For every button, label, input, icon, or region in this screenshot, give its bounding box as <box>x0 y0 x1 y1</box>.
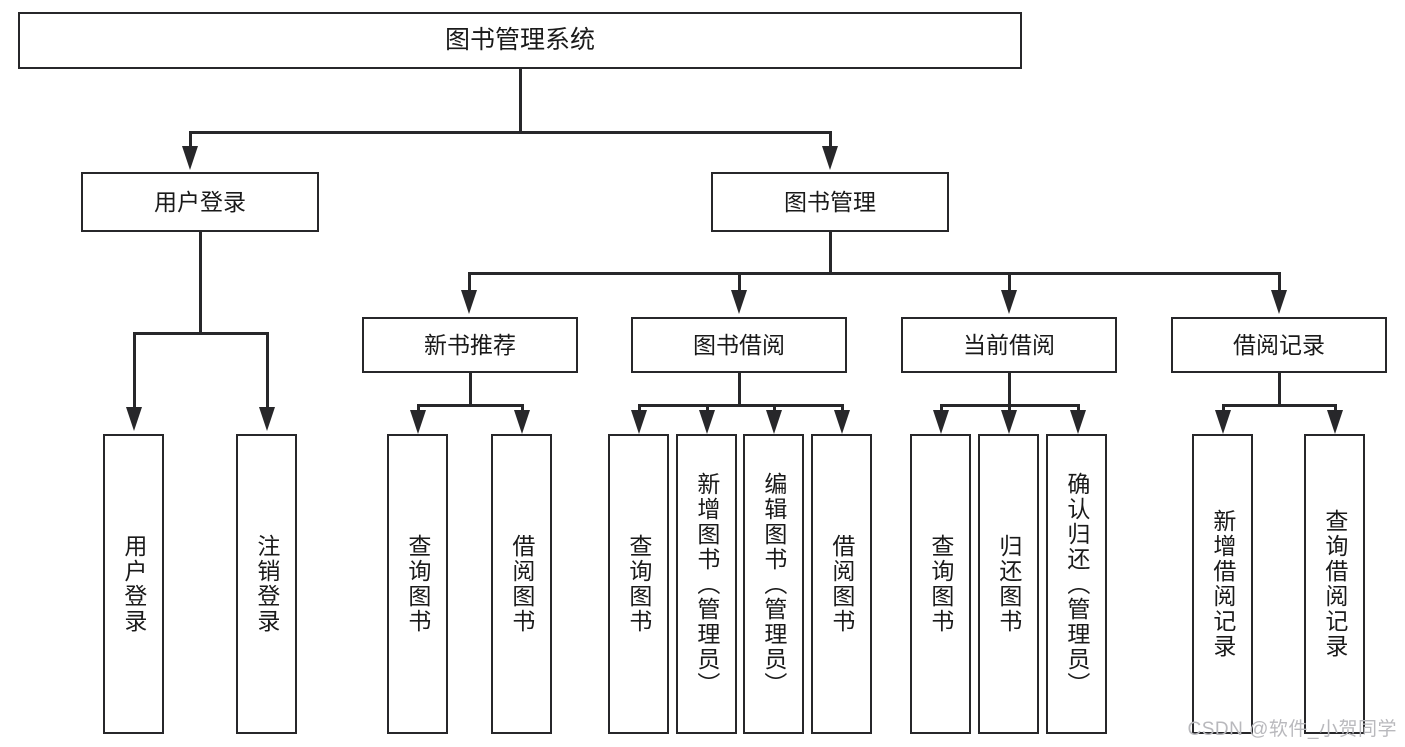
node-label: 借阅记录 <box>1233 331 1325 358</box>
leaf-new-book-borrow[interactable]: 借阅图书 <box>491 434 552 734</box>
connector-borrow-record-bus <box>1222 404 1336 407</box>
connector-current-borrow-stem <box>1008 373 1011 406</box>
node-label: 图书管理系统 <box>444 26 595 54</box>
node-label: 新增图书（管理员） <box>693 471 720 697</box>
connector-user-login-bus <box>133 332 268 335</box>
node-label: 注销登录 <box>253 534 280 634</box>
connector-borrow-record-drop-1 <box>1222 404 1225 414</box>
connector-book-manage-drop-3 <box>1008 272 1011 294</box>
leaf-borrow-record-query[interactable]: 查询借阅记录 <box>1304 434 1365 734</box>
connector-book-borrow-stem <box>738 373 741 406</box>
arrowhead-leaf-book-borrow-4 <box>834 410 850 434</box>
node-label: 用户登录 <box>154 188 246 215</box>
connector-book-borrow-drop-1 <box>638 404 641 414</box>
connector-root-stem <box>519 69 522 133</box>
arrowhead-leaf-book-borrow-1 <box>631 410 647 434</box>
node-book-management[interactable]: 图书管理 <box>711 172 949 232</box>
node-current-borrow[interactable]: 当前借阅 <box>901 317 1117 373</box>
node-label: 图书管理 <box>784 188 876 215</box>
node-book-borrow[interactable]: 图书借阅 <box>631 317 847 373</box>
arrowhead-borrow-record <box>1271 290 1287 314</box>
node-label: 编辑图书（管理员） <box>760 471 787 697</box>
arrowhead-user-login <box>182 146 198 170</box>
node-label: 确认归还（管理员） <box>1063 471 1090 697</box>
leaf-current-borrow-query[interactable]: 查询图书 <box>910 434 971 734</box>
connector-book-borrow-drop-3 <box>773 404 776 414</box>
node-label: 借阅图书 <box>508 534 535 634</box>
connector-book-manage-bus <box>468 272 1280 275</box>
connector-new-book-drop-2 <box>521 404 524 414</box>
leaf-borrow-record-add[interactable]: 新增借阅记录 <box>1192 434 1253 734</box>
connector-root-to-user-login <box>189 131 192 149</box>
node-label: 归还图书 <box>995 534 1022 634</box>
connector-new-book-stem <box>469 373 472 406</box>
leaf-book-borrow-borrow[interactable]: 借阅图书 <box>811 434 872 734</box>
node-borrow-record[interactable]: 借阅记录 <box>1171 317 1387 373</box>
connector-book-borrow-bus <box>638 404 843 407</box>
connector-root-to-book-manage <box>829 131 832 149</box>
arrowhead-leaf-new-book-2 <box>514 410 530 434</box>
node-label: 查询图书 <box>404 534 431 634</box>
arrowhead-leaf-new-book-1 <box>410 410 426 434</box>
connector-book-manage-drop-1 <box>468 272 471 294</box>
leaf-current-borrow-return[interactable]: 归还图书 <box>978 434 1039 734</box>
arrowhead-leaf-user-login-1 <box>126 407 142 431</box>
connector-current-borrow-drop-2 <box>1008 404 1011 414</box>
node-label: 图书借阅 <box>693 331 785 358</box>
watermark-text: CSDN @软件_小贺同学 <box>1187 719 1397 740</box>
leaf-book-borrow-add[interactable]: 新增图书（管理员） <box>676 434 737 734</box>
node-root-system[interactable]: 图书管理系统 <box>18 12 1022 69</box>
arrowhead-leaf-book-borrow-2 <box>699 410 715 434</box>
node-label: 查询图书 <box>927 534 954 634</box>
connector-borrow-record-stem <box>1278 373 1281 406</box>
node-label: 查询图书 <box>625 534 652 634</box>
arrowhead-leaf-current-borrow-3 <box>1070 410 1086 434</box>
connector-current-borrow-drop-3 <box>1077 404 1080 414</box>
connector-user-login-stem <box>199 232 202 334</box>
leaf-user-login-logout[interactable]: 注销登录 <box>236 434 297 734</box>
arrowhead-book-manage <box>822 146 838 170</box>
node-label: 借阅图书 <box>828 534 855 634</box>
leaf-current-borrow-confirm-return[interactable]: 确认归还（管理员） <box>1046 434 1107 734</box>
arrowhead-leaf-user-login-2 <box>259 407 275 431</box>
connector-book-manage-stem <box>829 232 832 274</box>
node-label: 查询借阅记录 <box>1321 509 1348 659</box>
arrowhead-leaf-book-borrow-3 <box>766 410 782 434</box>
connector-current-borrow-drop-1 <box>940 404 943 414</box>
arrowhead-leaf-borrow-record-1 <box>1215 410 1231 434</box>
arrowhead-current-borrow <box>1001 290 1017 314</box>
connector-user-login-drop-1 <box>133 332 136 410</box>
connector-borrow-record-drop-2 <box>1334 404 1337 414</box>
node-label: 新书推荐 <box>424 331 516 358</box>
node-label: 用户登录 <box>120 534 147 634</box>
connector-book-manage-drop-2 <box>738 272 741 294</box>
leaf-new-book-query[interactable]: 查询图书 <box>387 434 448 734</box>
leaf-book-borrow-edit[interactable]: 编辑图书（管理员） <box>743 434 804 734</box>
connector-book-borrow-drop-2 <box>706 404 709 414</box>
node-label: 当前借阅 <box>963 331 1055 358</box>
connector-new-book-drop-1 <box>417 404 420 414</box>
connector-root-bus <box>189 131 832 134</box>
arrowhead-leaf-current-borrow-1 <box>933 410 949 434</box>
connector-new-book-bus <box>417 404 523 407</box>
connector-book-manage-drop-4 <box>1278 272 1281 294</box>
arrowhead-new-book-recommend <box>461 290 477 314</box>
arrowhead-leaf-current-borrow-2 <box>1001 410 1017 434</box>
connector-user-login-drop-2 <box>266 332 269 410</box>
leaf-book-borrow-query[interactable]: 查询图书 <box>608 434 669 734</box>
node-label: 新增借阅记录 <box>1209 509 1236 659</box>
node-user-login[interactable]: 用户登录 <box>81 172 319 232</box>
connector-book-borrow-drop-4 <box>841 404 844 414</box>
leaf-user-login-login[interactable]: 用户登录 <box>103 434 164 734</box>
arrowhead-book-borrow <box>731 290 747 314</box>
arrowhead-leaf-borrow-record-2 <box>1327 410 1343 434</box>
node-new-book-recommend[interactable]: 新书推荐 <box>362 317 578 373</box>
